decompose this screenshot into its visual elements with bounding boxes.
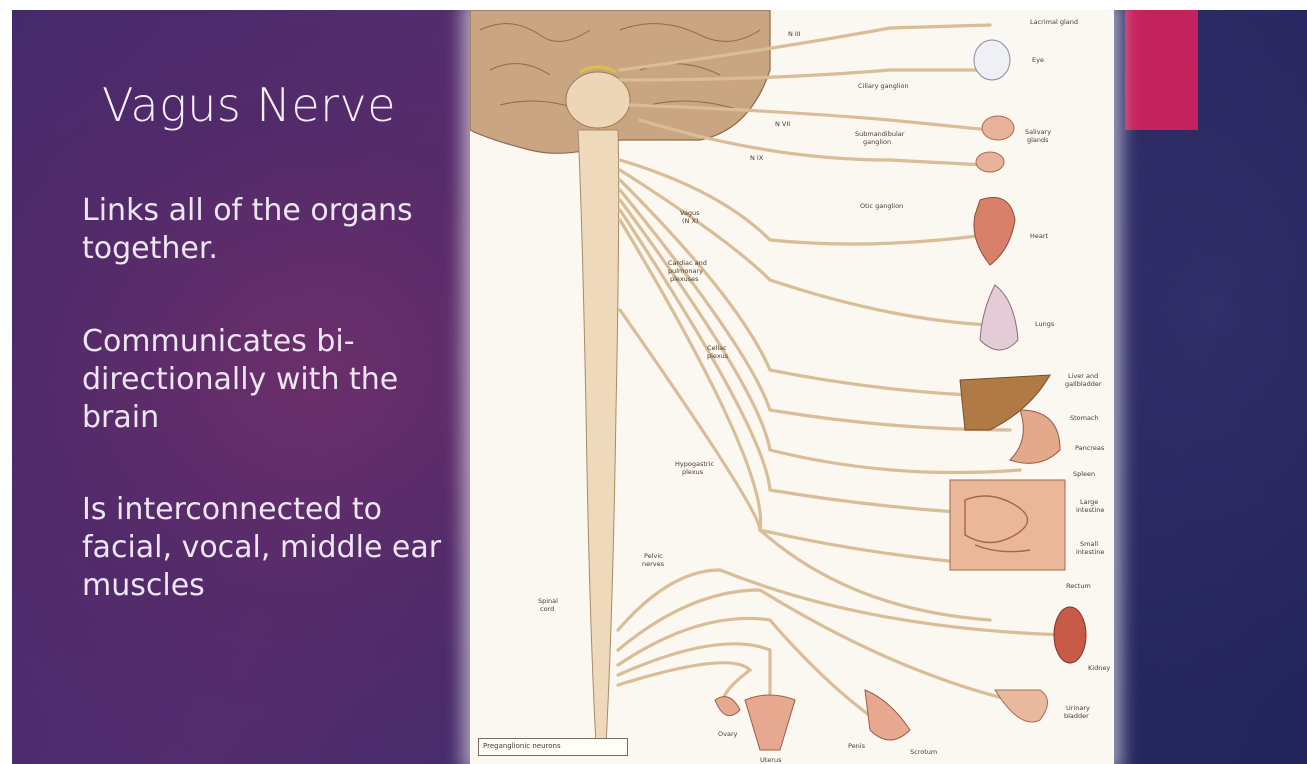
label-cardiac: Cardiac and: [668, 259, 707, 267]
label-otic: Otic ganglion: [860, 202, 903, 210]
stomach-drawing: [1010, 410, 1060, 463]
intestines-drawing: [950, 480, 1065, 570]
label-ciliary: Ciliary ganglion: [858, 82, 909, 90]
label-n3: N III: [788, 30, 801, 38]
svg-text:plexus: plexus: [707, 352, 729, 360]
spinal-cord-drawing: [578, 130, 619, 745]
svg-text:ganglion: ganglion: [863, 138, 891, 146]
anatomy-illustration: Lacrimal gland Eye Ciliary ganglion N II…: [470, 10, 1114, 764]
label-stomach: Stomach: [1070, 414, 1099, 422]
svg-text:(N X): (N X): [682, 217, 698, 225]
label-lacrimal: Lacrimal gland: [1030, 18, 1078, 26]
svg-text:cord: cord: [540, 605, 554, 613]
label-eye: Eye: [1032, 56, 1044, 64]
svg-text:intestine: intestine: [1076, 506, 1104, 514]
svg-text:bladder: bladder: [1064, 712, 1089, 720]
bladder-drawing: [995, 690, 1048, 722]
accent-bar: [1125, 10, 1198, 130]
left-margin: [0, 0, 12, 764]
eye-drawing: [974, 40, 1010, 80]
bullet-item: Is interconnected to facial, vocal, midd…: [82, 491, 442, 605]
label-submandibular: Submandibular: [855, 130, 905, 138]
label-small-intestine: Small: [1080, 540, 1098, 548]
label-heart: Heart: [1030, 232, 1049, 240]
nervous-system-drawing: Lacrimal gland Eye Ciliary ganglion N II…: [470, 10, 1114, 764]
svg-text:intestine: intestine: [1076, 548, 1104, 556]
label-uterus: Uterus: [760, 756, 782, 764]
uterus-drawing: [745, 695, 795, 750]
label-penis: Penis: [848, 742, 866, 750]
label-pancreas: Pancreas: [1075, 444, 1105, 452]
label-pelvic: Pelvic: [644, 552, 663, 560]
label-n7: N VII: [775, 120, 790, 128]
label-hypogastric: Hypogastric: [675, 460, 714, 468]
svg-text:plexus: plexus: [682, 468, 704, 476]
bullet-item: Communicates bi-directionally with the b…: [82, 323, 442, 437]
label-large-intestine: Large: [1080, 498, 1098, 506]
label-salivary: Salivary: [1025, 128, 1051, 136]
heart-drawing: [974, 198, 1015, 266]
svg-text:pulmonary: pulmonary: [668, 267, 703, 275]
top-margin: [0, 0, 1307, 10]
label-urinary-bladder: Urinary: [1066, 704, 1090, 712]
label-lungs: Lungs: [1035, 320, 1055, 328]
kidney-drawing: [1054, 607, 1086, 663]
ovary-drawing: [715, 697, 740, 716]
label-n9: N IX: [750, 154, 764, 162]
legend-text: Preganglionic neurons: [483, 742, 561, 750]
figure-legend: Preganglionic neurons: [478, 738, 628, 756]
label-scrotum: Scrotum: [910, 748, 937, 756]
lungs-drawing: [980, 285, 1018, 350]
label-celiac: Celiac: [707, 344, 727, 352]
penis-drawing: [865, 690, 910, 740]
slide: Vagus Nerve Links all of the organs toge…: [12, 10, 1307, 764]
label-kidney: Kidney: [1088, 664, 1110, 672]
label-vagus: Vagus: [680, 209, 700, 217]
brain-drawing: [470, 10, 770, 153]
label-spinal-cord: Spinal: [538, 597, 558, 605]
svg-text:glands: glands: [1027, 136, 1049, 144]
salivary-gland-drawing: [982, 116, 1014, 140]
bullet-item: Links all of the organs together.: [82, 192, 442, 268]
slide-title: Vagus Nerve: [102, 78, 396, 132]
label-ovary: Ovary: [718, 730, 738, 738]
label-liver: Liver and: [1068, 372, 1098, 380]
label-spleen: Spleen: [1073, 470, 1095, 478]
svg-text:nerves: nerves: [642, 560, 665, 568]
svg-text:gallbladder: gallbladder: [1065, 380, 1102, 388]
svg-text:plexuses: plexuses: [670, 275, 699, 283]
label-rectum: Rectum: [1066, 582, 1091, 590]
